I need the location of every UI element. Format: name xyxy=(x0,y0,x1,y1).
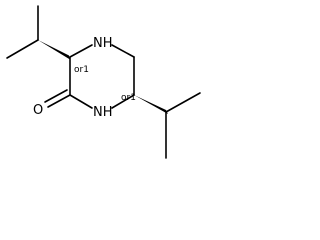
double-bond xyxy=(44,89,68,103)
atom-nh-top: NH xyxy=(93,36,113,51)
bond xyxy=(69,44,93,58)
bonds xyxy=(6,5,201,159)
atom-oxygen: O xyxy=(33,103,43,118)
structure-canvas: NH NH O or1 or1 xyxy=(6,5,201,159)
atom-nh-bottom: NH xyxy=(93,105,113,120)
bond xyxy=(69,94,93,109)
bond xyxy=(6,39,39,59)
wedge-bond xyxy=(134,95,168,114)
bond xyxy=(165,92,201,113)
atom-labels: NH NH O or1 or1 xyxy=(33,36,136,120)
bond xyxy=(111,44,135,58)
stereo-label-c3: or1 xyxy=(74,65,89,75)
bond xyxy=(111,94,135,109)
stereo-label-c6: or1 xyxy=(121,93,136,103)
wedge-bond xyxy=(38,40,70,60)
double-bond xyxy=(47,94,71,108)
